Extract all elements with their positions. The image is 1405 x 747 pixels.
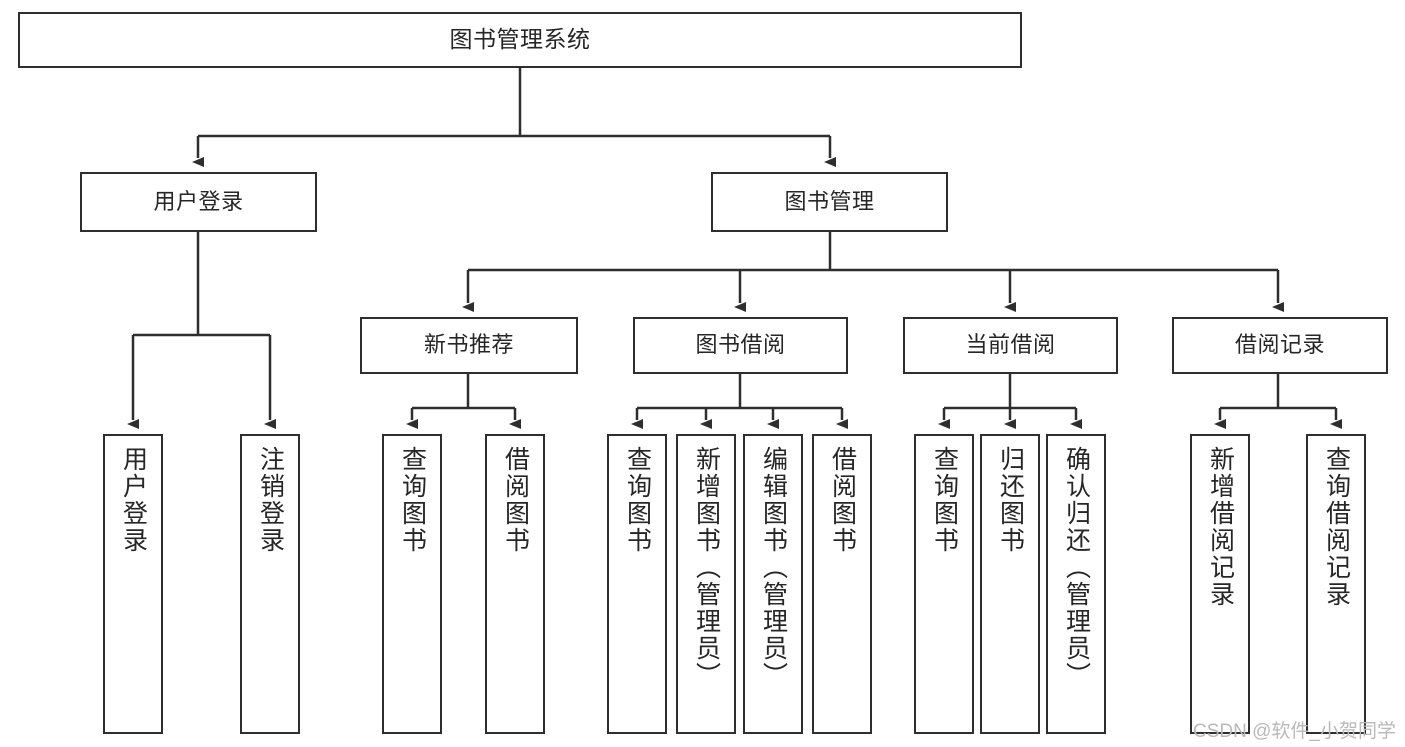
node-label: 图书管理系统 xyxy=(449,26,591,53)
node-label: 借阅记录 xyxy=(1234,332,1325,358)
node-label: 用户登录 xyxy=(153,188,244,214)
leaf-recommend-borrow-book[interactable]: 借阅图书 xyxy=(485,434,545,734)
node-label: 当前借阅 xyxy=(965,332,1056,358)
node-label: 借阅图书 xyxy=(828,446,857,554)
node-label: 查询图书 xyxy=(623,446,652,554)
leaf-user-login[interactable]: 用户登录 xyxy=(103,434,163,734)
node-label: 编辑图书（管理员） xyxy=(759,446,788,689)
node-label: 用户登录 xyxy=(119,446,148,554)
node-label: 确认归还（管理员） xyxy=(1062,446,1091,689)
leaf-current-query-book[interactable]: 查询图书 xyxy=(914,434,974,734)
node-new-book-recommend[interactable]: 新书推荐 xyxy=(360,317,578,374)
node-current-borrow[interactable]: 当前借阅 xyxy=(903,317,1118,374)
node-label: 查询图书 xyxy=(930,446,959,554)
node-label: 归还图书 xyxy=(996,446,1025,554)
node-label: 查询图书 xyxy=(398,446,427,554)
leaf-borrow-add-book-admin[interactable]: 新增图书（管理员） xyxy=(676,434,736,734)
leaf-recommend-query-book[interactable]: 查询图书 xyxy=(382,434,442,734)
leaf-current-return-book[interactable]: 归还图书 xyxy=(980,434,1040,734)
node-label: 图书管理 xyxy=(784,188,875,214)
leaf-record-add-borrow-record[interactable]: 新增借阅记录 xyxy=(1190,434,1250,734)
leaf-borrow-query-book[interactable]: 查询图书 xyxy=(607,434,667,734)
leaf-logout[interactable]: 注销登录 xyxy=(240,434,300,734)
node-label: 新增图书（管理员） xyxy=(692,446,721,689)
node-borrow-record[interactable]: 借阅记录 xyxy=(1172,317,1388,374)
node-label: 注销登录 xyxy=(256,446,285,554)
leaf-borrow-edit-book-admin[interactable]: 编辑图书（管理员） xyxy=(743,434,803,734)
watermark: CSDN @软件_小贺同学 xyxy=(1193,721,1396,742)
node-user-login[interactable]: 用户登录 xyxy=(80,172,317,232)
node-book-borrow[interactable]: 图书借阅 xyxy=(633,317,848,374)
leaf-record-query-borrow-record[interactable]: 查询借阅记录 xyxy=(1306,434,1366,734)
leaf-current-confirm-return-admin[interactable]: 确认归还（管理员） xyxy=(1046,434,1106,734)
node-label: 新增借阅记录 xyxy=(1206,446,1235,608)
node-label: 查询借阅记录 xyxy=(1322,446,1351,608)
node-label: 新书推荐 xyxy=(423,332,514,358)
node-root-system[interactable]: 图书管理系统 xyxy=(18,12,1022,68)
leaf-borrow-borrow-book[interactable]: 借阅图书 xyxy=(812,434,872,734)
node-label: 借阅图书 xyxy=(501,446,530,554)
node-label: 图书借阅 xyxy=(695,332,786,358)
node-book-management[interactable]: 图书管理 xyxy=(711,172,948,232)
